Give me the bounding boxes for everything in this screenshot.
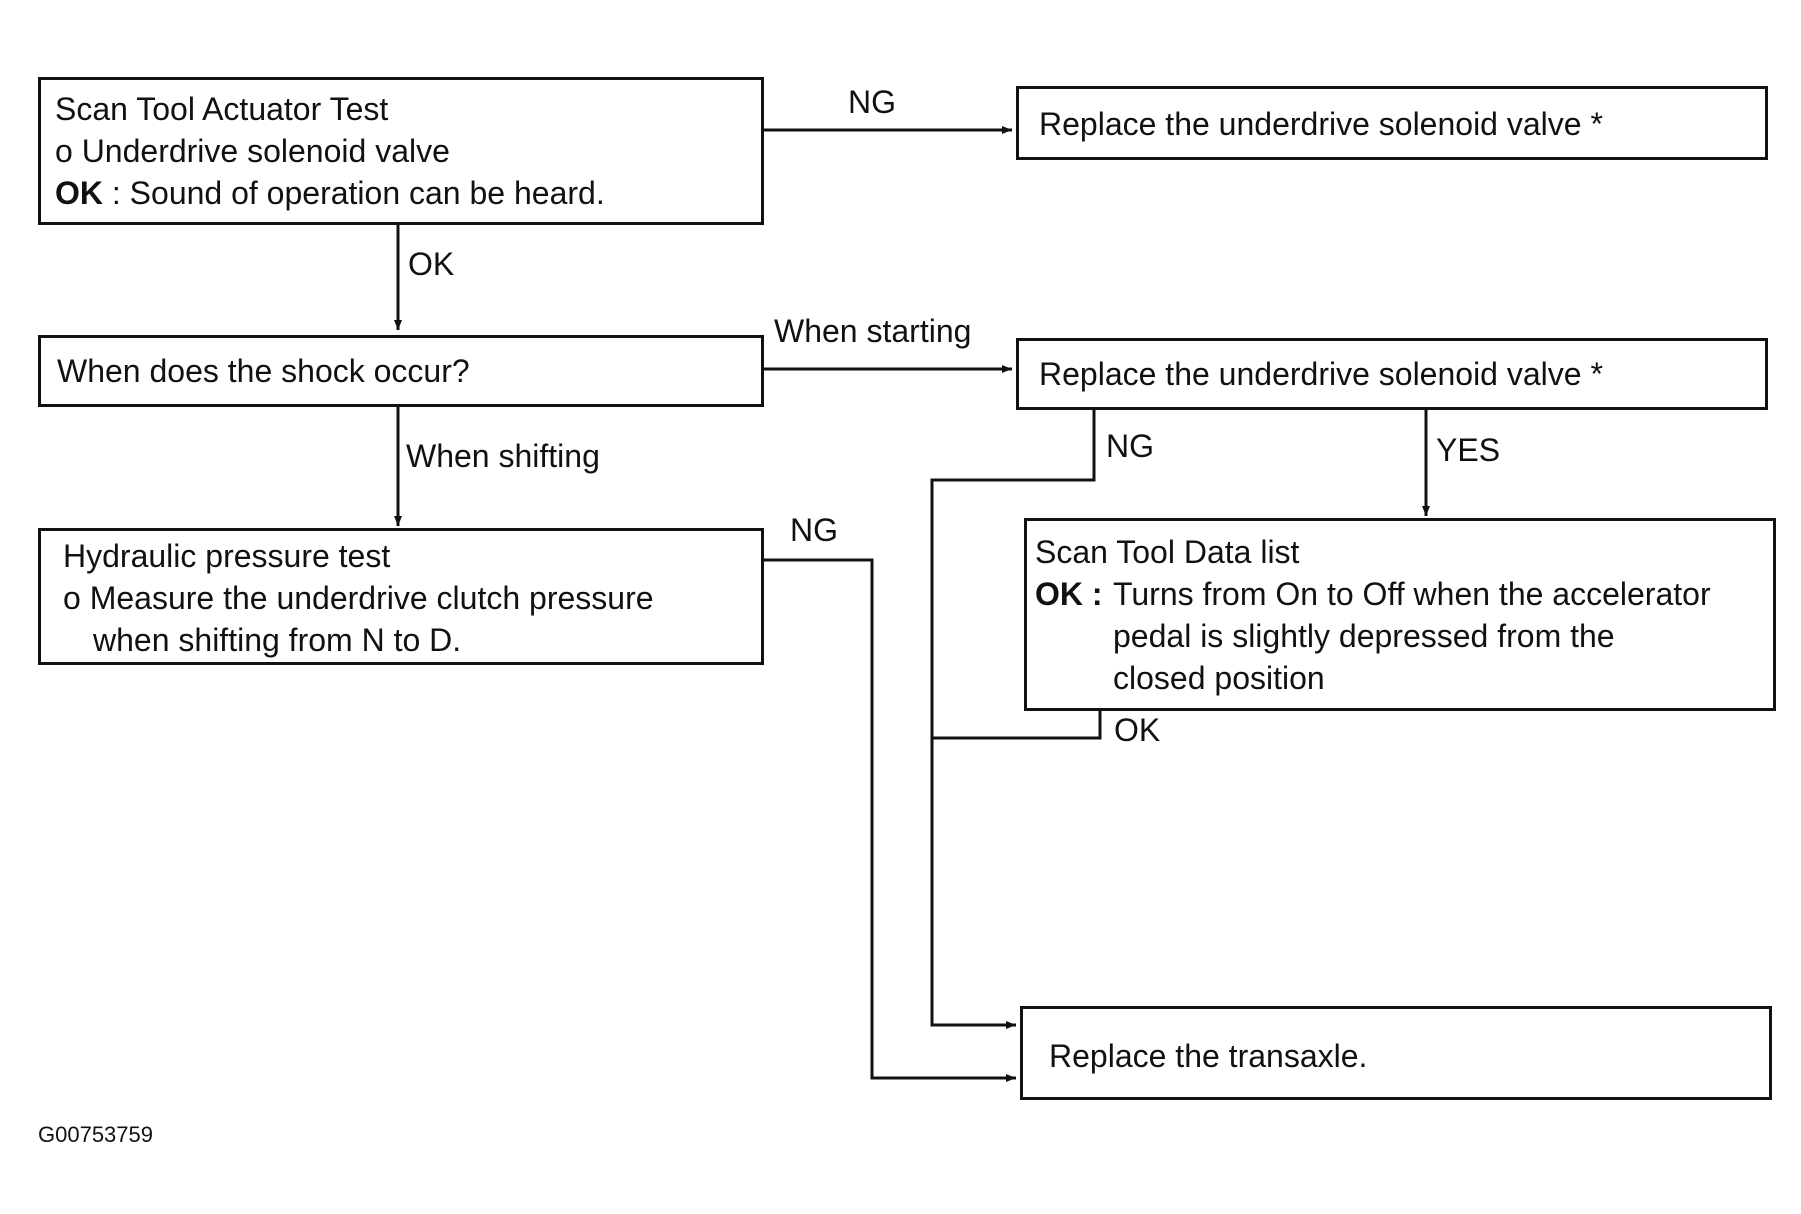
- actuator-test-ok: OK : Sound of operation can be heard.: [55, 172, 761, 214]
- replace-transaxle-text: Replace the transaxle.: [1049, 1038, 1368, 1074]
- edge-label-actuator-ng: NG: [848, 84, 896, 120]
- edge-label-valve2-yes: YES: [1436, 432, 1501, 468]
- replace-valve-box-2: Replace the underdrive solenoid valve *: [1016, 338, 1768, 410]
- data-list-ok-line-3: closed position: [1113, 660, 1325, 696]
- hydraulic-test-box: Hydraulic pressure test o Measure the un…: [38, 528, 764, 665]
- replace-transaxle-box: Replace the transaxle.: [1020, 1006, 1772, 1100]
- edge-label-hydraulic-ng: NG: [790, 512, 838, 548]
- ok-key: OK: [55, 175, 103, 211]
- actuator-test-title: Scan Tool Actuator Test: [55, 91, 389, 127]
- line-data-list-ok: [932, 709, 1102, 740]
- hydraulic-test-item-1: o Measure the underdrive clutch pressure: [63, 580, 654, 616]
- data-list-ok-line-1: Turns from On to Off when the accelerato…: [1113, 576, 1711, 612]
- hydraulic-test-item-2: when shifting from N to D.: [93, 622, 462, 658]
- replace-valve-1-text: Replace the underdrive solenoid valve *: [1039, 106, 1603, 142]
- shock-question-text: When does the shock occur?: [57, 353, 470, 389]
- figure-id: G00753759: [38, 1122, 153, 1147]
- edge-label-actuator-ok: OK: [408, 246, 455, 282]
- data-list-ok-block: OK : Turns from On to Off when the accel…: [1035, 573, 1773, 699]
- data-list-box: Scan Tool Data list OK : Turns from On t…: [1024, 518, 1776, 711]
- replace-valve-2-text: Replace the underdrive solenoid valve *: [1039, 356, 1603, 392]
- ok-text: : Sound of operation can be heard.: [103, 175, 605, 211]
- actuator-test-item: o Underdrive solenoid valve: [55, 133, 450, 169]
- arrow-valve2-ng: [930, 408, 1096, 1029]
- data-list-ok-line-2: pedal is slightly depressed from the: [1113, 618, 1615, 654]
- hydraulic-test-title: Hydraulic pressure test: [63, 538, 391, 574]
- actuator-test-box: Scan Tool Actuator Test o Underdrive sol…: [38, 77, 764, 225]
- edge-label-data-list-ok: OK: [1114, 712, 1161, 748]
- data-list-ok-key: OK :: [1035, 576, 1103, 612]
- replace-valve-box-1: Replace the underdrive solenoid valve *: [1016, 86, 1768, 160]
- data-list-title: Scan Tool Data list: [1035, 534, 1300, 570]
- edge-label-when-starting: When starting: [774, 313, 972, 349]
- arrow-hydraulic-ng: [762, 558, 1016, 1082]
- edge-label-when-shifting: When shifting: [406, 438, 600, 474]
- shock-question-box: When does the shock occur?: [38, 335, 764, 407]
- edge-label-valve2-ng: NG: [1106, 428, 1154, 464]
